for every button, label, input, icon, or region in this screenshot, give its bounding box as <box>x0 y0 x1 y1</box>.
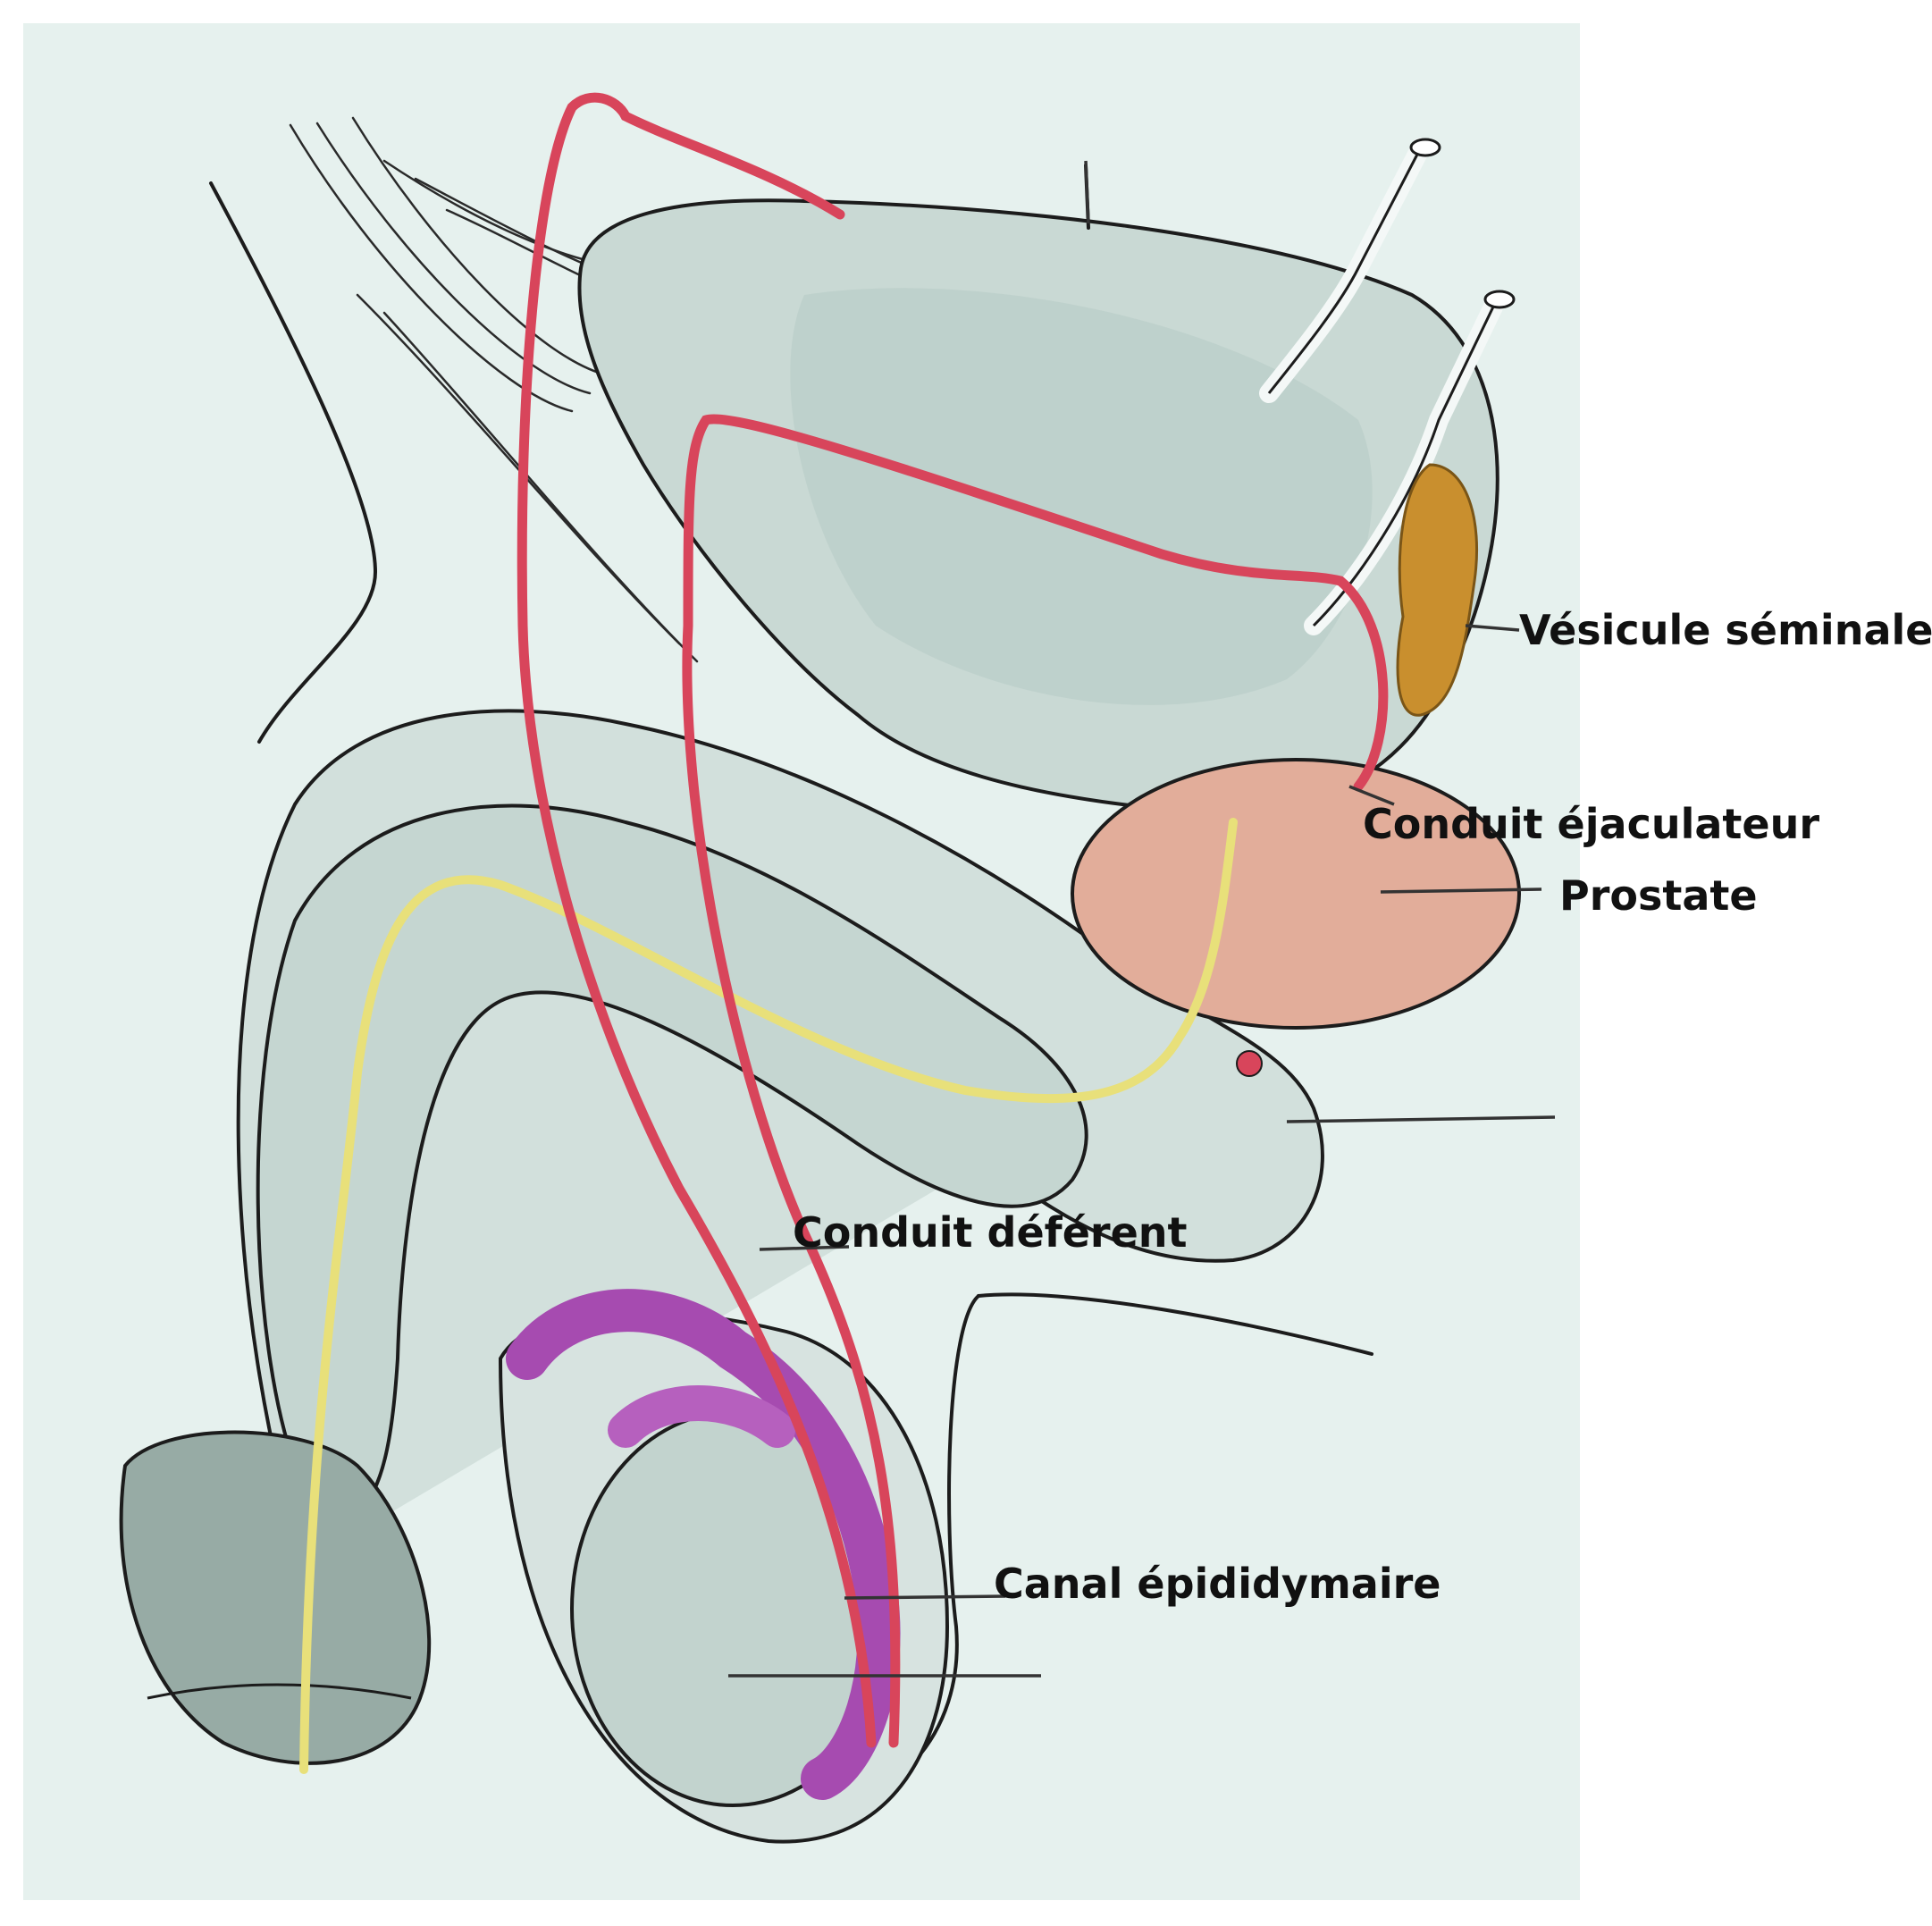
label-prostate: Prostate <box>1559 871 1758 920</box>
bladder-shading <box>790 288 1373 705</box>
thigh-outline <box>977 1292 1373 1356</box>
penis-shaft <box>256 803 1088 1522</box>
ureter-tubes <box>1259 138 1516 635</box>
epididymis-head <box>608 1385 795 1448</box>
prostate-gland <box>1071 758 1521 1030</box>
leader-lines <box>728 160 1556 1678</box>
label-canal-epididymaire: Canal épididymaire <box>994 1560 1441 1608</box>
label-conduit-ejaculateur: Conduit éjaculateur <box>1363 800 1819 848</box>
glans <box>119 1430 432 1765</box>
label-vesicule-seminale: Vésicule séminale <box>1519 606 1932 654</box>
body-outline <box>209 181 377 744</box>
bulbourethral-gland <box>1236 1050 1263 1077</box>
label-conduit-deferent: Conduit déférent <box>793 1208 1188 1257</box>
glans-cap <box>147 1683 412 1700</box>
seminal-vesicle <box>1396 463 1478 717</box>
vas-deferens <box>517 92 1389 1748</box>
urethra <box>299 818 1238 1774</box>
